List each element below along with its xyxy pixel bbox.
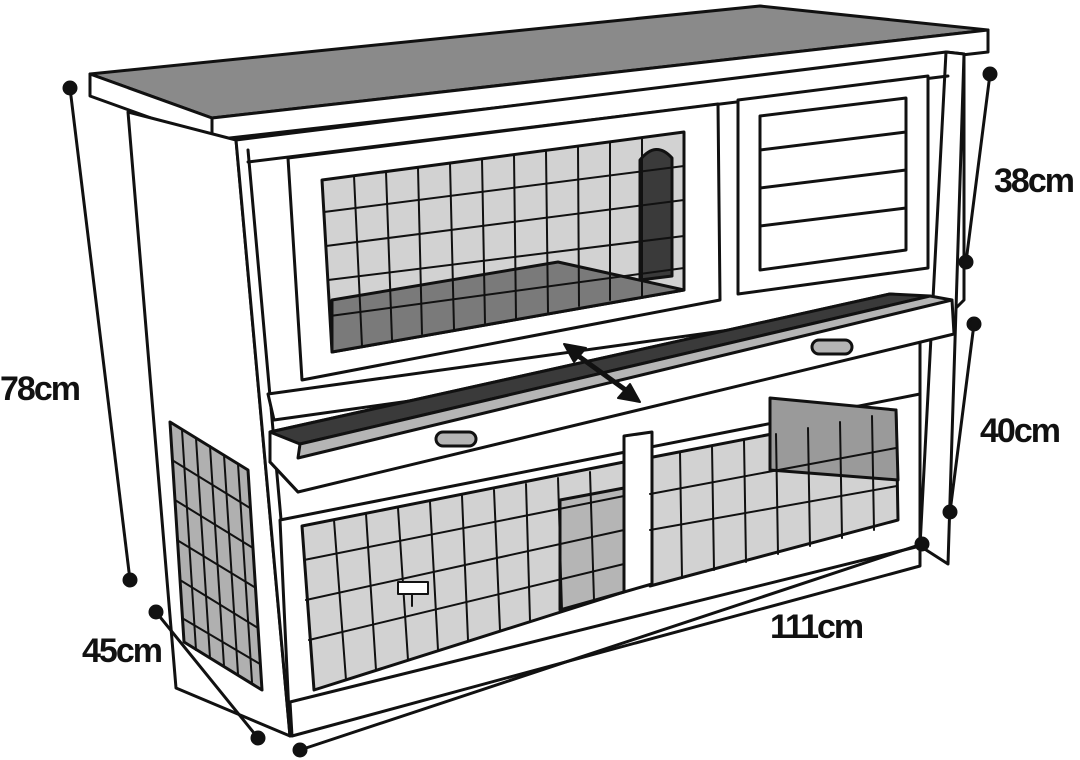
dimension-label-depth: 45cm	[82, 632, 163, 670]
dim-line-78	[62, 80, 138, 588]
dimension-lines	[62, 66, 998, 758]
dim-line-111	[292, 536, 930, 758]
dim-line-38	[958, 66, 998, 270]
dimension-label-total-height: 78cm	[0, 370, 81, 408]
lower-mesh-run	[278, 392, 922, 738]
dimension-label-lower-height: 40cm	[980, 412, 1061, 450]
dim-line-40	[942, 316, 982, 520]
upper-plank-door	[736, 74, 930, 296]
dim-line-45	[148, 604, 266, 746]
door-latch	[397, 581, 429, 607]
dimension-label-width: 111cm	[770, 608, 864, 646]
left-side-panel	[126, 110, 292, 738]
roof	[88, 4, 990, 142]
slide-direction-arrow	[563, 343, 641, 403]
upper-mesh-window	[286, 102, 722, 382]
dimension-label-upper-height: 38cm	[994, 162, 1075, 200]
